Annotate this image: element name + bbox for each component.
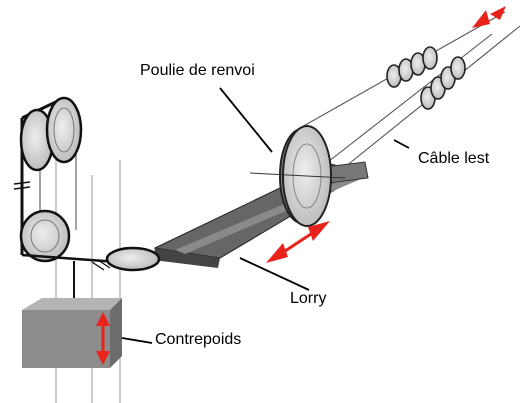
upper-pulleys	[13, 96, 119, 300]
label-lorry: Lorry	[290, 290, 327, 307]
counterweight-block	[22, 298, 122, 368]
label-counterweight: Contrepoids	[155, 331, 242, 348]
label-ballast-cable: Câble lest	[418, 150, 490, 167]
sheave-wheel	[105, 246, 161, 272]
arrowhead	[472, 6, 506, 28]
double-arrow	[266, 221, 330, 263]
counterweight-arrow	[96, 312, 110, 365]
label-pulley: Poulie de renvoi	[140, 62, 255, 79]
pulley-wheel	[249, 125, 346, 227]
cable-pulleys	[386, 46, 466, 110]
leader-lines	[121, 87, 410, 344]
